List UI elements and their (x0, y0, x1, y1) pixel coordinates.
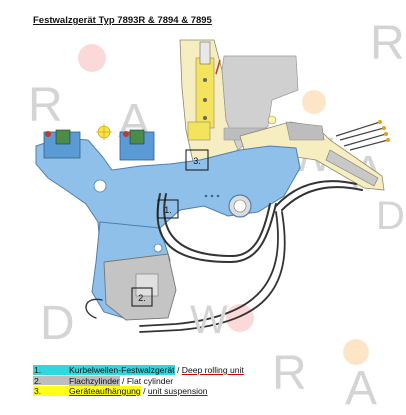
callout-1: 1. (157, 199, 179, 219)
watermark-letter: D (376, 194, 405, 238)
legend-separator: / (174, 365, 182, 375)
legend-number: 3. (33, 386, 92, 396)
legend-label-de: Geräteaufhängung (69, 386, 141, 396)
legend-separator: / (119, 375, 127, 386)
deep-rolling-unit-diagram: 1. 2. 3. (35, 39, 390, 365)
watermark-letter: D (40, 297, 75, 350)
callout-3: 3. (185, 149, 209, 171)
flat-cylinder (103, 253, 177, 321)
legend-text: Kurbelwellen-Festwalzgerät / Deep rollin… (69, 365, 244, 376)
legend-number: 2. (33, 375, 92, 385)
callout-3-label: 3. (193, 156, 201, 166)
legend-number: 1. (33, 365, 92, 375)
legend-text: Geräteaufhängung / unit suspension (69, 386, 208, 397)
legend-text: Flachzylinder / Flat cylinder (69, 375, 174, 387)
callout-2-label: 2. (138, 293, 146, 303)
watermark-dot (78, 44, 106, 72)
callout-2: 2. (131, 287, 153, 307)
watermark-letter: W (190, 298, 228, 342)
legend-label-de: Flachzylinder (69, 375, 120, 386)
watermark-letter: R (370, 17, 405, 70)
watermark-letter: R (272, 347, 307, 400)
legend-label-en: Deep rolling unit (181, 365, 244, 375)
watermark-dot (343, 339, 369, 365)
legend-label-en: Flat cylinder (126, 375, 174, 386)
callout-1-label: 1. (164, 205, 172, 215)
hoses (85, 180, 363, 333)
legend-label-en: unit suspension (147, 386, 208, 396)
suspension-arm (239, 120, 390, 191)
legend-label-de: Kurbelwellen-Festwalzgerät (69, 365, 175, 375)
watermark-letter: R (28, 79, 63, 132)
page-title: Festwalzgerät Typ 7893R & 7894 & 7895 (33, 15, 212, 26)
watermark-dot (302, 90, 326, 114)
legend-separator: / (140, 386, 148, 396)
